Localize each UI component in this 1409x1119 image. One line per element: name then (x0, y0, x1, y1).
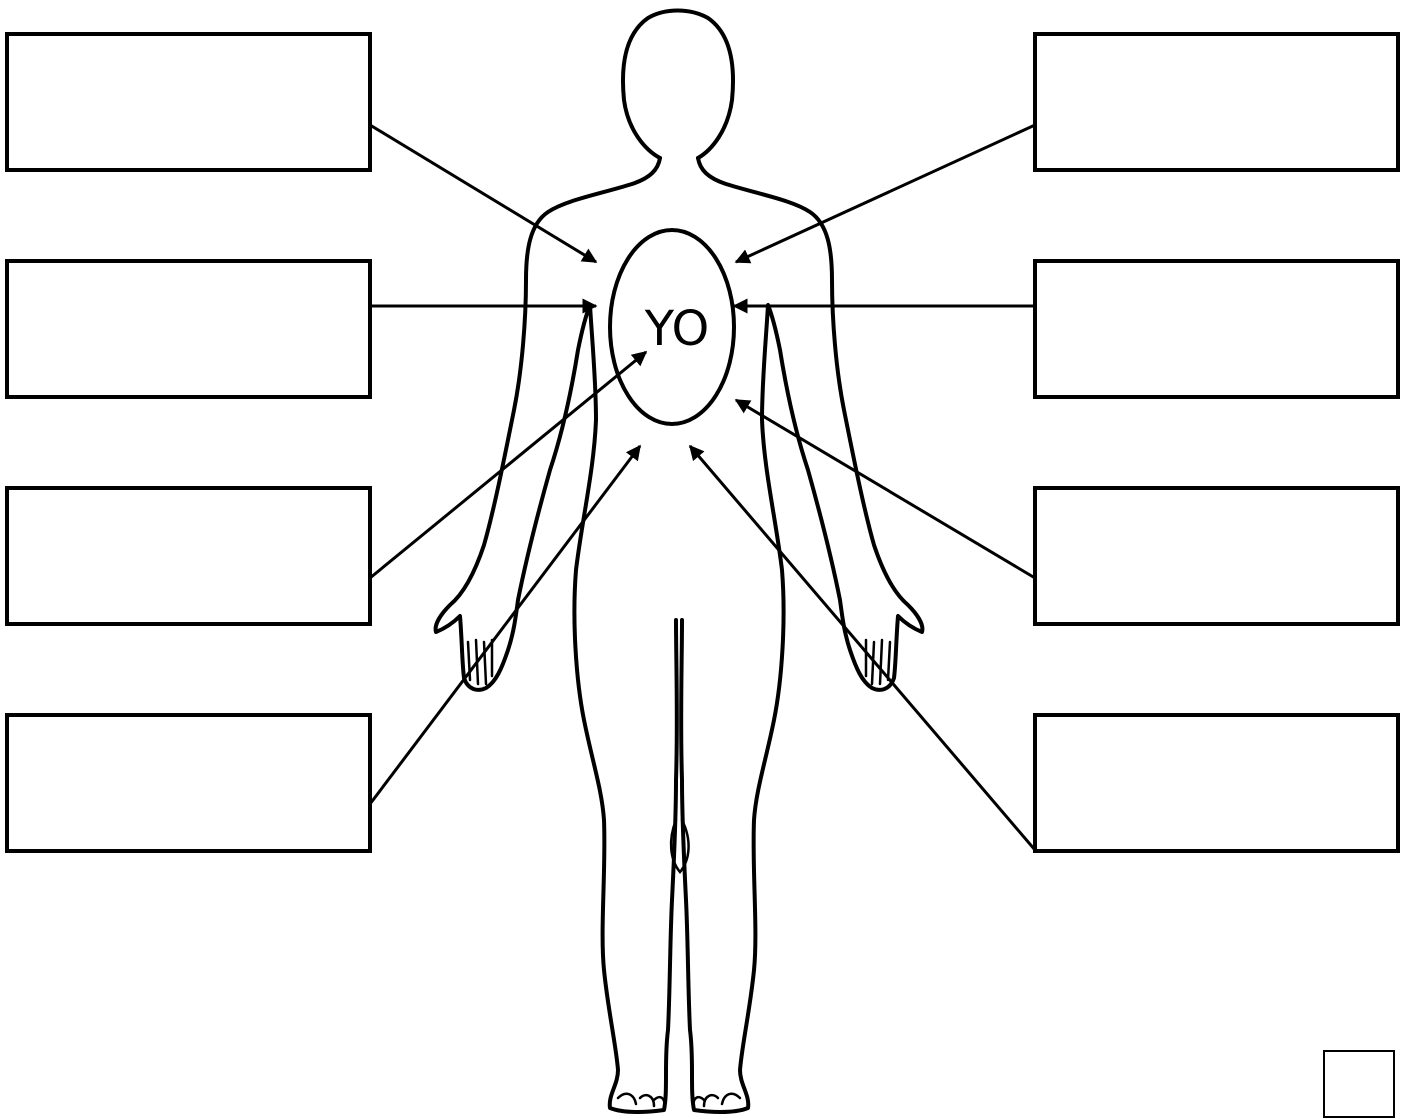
connector-arrows (370, 125, 1035, 850)
left-answer-boxes (7, 34, 370, 851)
answer-box-right-4[interactable] (1035, 715, 1398, 851)
answer-box-left-2[interactable] (7, 261, 370, 397)
answer-box-right-1[interactable] (1035, 34, 1398, 170)
arrow-left-1 (370, 125, 596, 262)
answer-box-right-2[interactable] (1035, 261, 1398, 397)
page-number-box[interactable] (1324, 1051, 1394, 1117)
center-label: YO (644, 301, 709, 357)
answer-box-right-3[interactable] (1035, 488, 1398, 624)
arrow-left-4 (370, 446, 640, 804)
human-body-figure (436, 11, 923, 1113)
arrow-left-3 (370, 352, 646, 578)
answer-box-left-1[interactable] (7, 34, 370, 170)
right-foot-detail (694, 1094, 740, 1108)
answer-box-left-3[interactable] (7, 488, 370, 624)
body-outline-right (681, 158, 922, 1112)
left-foot-detail (618, 1094, 664, 1108)
center-self-node: YO (610, 230, 734, 424)
body-outline-left (436, 158, 677, 1112)
answer-box-left-4[interactable] (7, 715, 370, 851)
right-answer-boxes (1035, 34, 1398, 851)
arrow-right-1 (736, 125, 1035, 262)
body-head (623, 11, 733, 159)
